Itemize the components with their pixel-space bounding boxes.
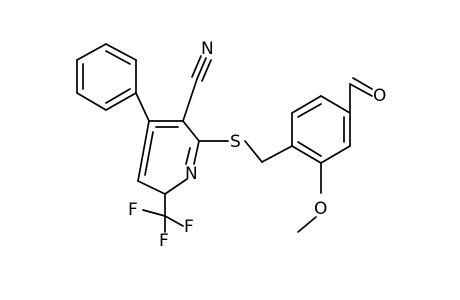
bond-c-f bbox=[164, 215, 184, 227]
nitrile-group: N bbox=[182, 39, 214, 122]
bond bbox=[291, 145, 322, 164]
double-bond-inner bbox=[297, 141, 322, 157]
bond bbox=[164, 178, 188, 195]
double-bond-inner bbox=[105, 50, 131, 65]
nitrile-n-label: N bbox=[201, 39, 214, 59]
bond bbox=[320, 145, 351, 164]
bond bbox=[244, 140, 263, 163]
methoxy-o-label: O bbox=[314, 199, 327, 219]
sulfur-label: S bbox=[230, 132, 241, 152]
triple-bond-3 bbox=[201, 59, 212, 82]
bond bbox=[182, 120, 200, 142]
aldehyde-o-label: O bbox=[373, 86, 386, 106]
bond bbox=[76, 92, 107, 111]
benzaldehyde-ring bbox=[291, 95, 351, 164]
bond bbox=[137, 180, 166, 195]
bond bbox=[182, 78, 198, 122]
double-bond-inner bbox=[297, 103, 322, 118]
phenyl-ring bbox=[76, 43, 137, 111]
triple-bond-1 bbox=[196, 57, 207, 80]
bond bbox=[105, 92, 137, 111]
bond bbox=[291, 95, 322, 114]
pyridine-ring bbox=[137, 120, 200, 195]
bond bbox=[349, 83, 373, 97]
bond bbox=[105, 43, 137, 61]
fluorine-2-label: F bbox=[184, 217, 194, 237]
double-bond-inner bbox=[144, 131, 154, 176]
ring-n-label: N bbox=[185, 164, 198, 184]
bond-ch2 bbox=[261, 145, 293, 163]
fluorine-1-label: F bbox=[128, 200, 138, 220]
triple-bond-2 bbox=[191, 55, 202, 78]
aldehyde-group: O bbox=[349, 77, 386, 114]
bond-phenyl-pyridine bbox=[135, 92, 150, 122]
double-bond-inner bbox=[105, 88, 131, 104]
double-bond bbox=[352, 77, 373, 90]
double-bond-inner bbox=[185, 147, 191, 165]
bond-o-ch3 bbox=[297, 216, 317, 233]
bond bbox=[193, 140, 200, 165]
fluorine-3-label: F bbox=[159, 231, 169, 251]
bond bbox=[320, 95, 351, 114]
thioether-linker: S bbox=[198, 132, 293, 163]
trifluoromethyl-group: F F F bbox=[128, 193, 194, 251]
bond-c-f bbox=[142, 209, 166, 217]
bond bbox=[137, 120, 150, 182]
bond bbox=[76, 43, 107, 61]
methoxy-group: O bbox=[297, 162, 327, 233]
